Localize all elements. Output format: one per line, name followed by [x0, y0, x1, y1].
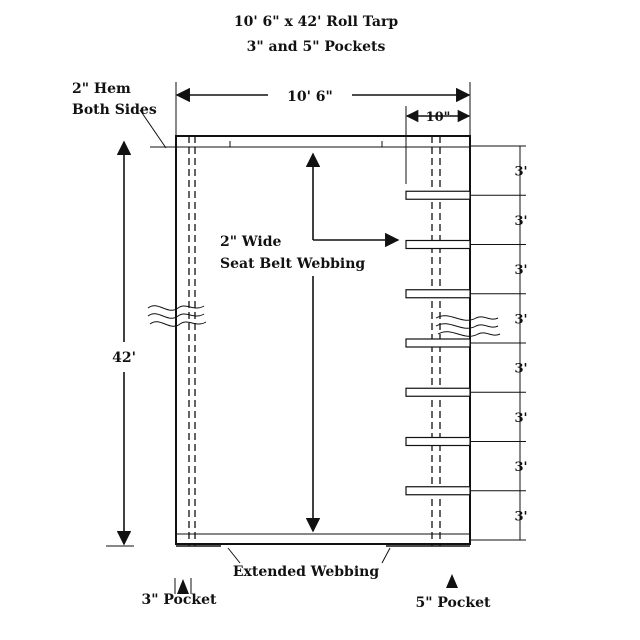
hem-leader	[139, 109, 167, 149]
webbing-strap	[405, 190, 471, 200]
webbing-label-line-2: Seat Belt Webbing	[220, 256, 365, 272]
webbing-straps	[405, 190, 471, 496]
hem-sides-label: Both Sides	[72, 102, 157, 118]
webbing-strap	[405, 387, 471, 397]
inset-label: 10"	[426, 110, 451, 125]
break-mark-right	[435, 315, 501, 337]
segment-label: 3'	[514, 263, 527, 278]
segment-chain: 3' 3' 3' 3' 3' 3' 3' 3'	[470, 165, 528, 524]
segment-label: 3'	[514, 312, 527, 327]
segment-label: 3'	[514, 214, 527, 229]
webbing-strap	[405, 289, 471, 299]
left-pocket-label: 3" Pocket	[142, 592, 218, 608]
webbing-strap	[405, 338, 471, 348]
width-label: 10' 6"	[287, 89, 333, 105]
extended-webbing-leader-right	[381, 547, 391, 564]
extended-webbing-label: Extended Webbing	[233, 564, 379, 580]
title-line-1: 10' 6" x 42' Roll Tarp	[234, 14, 398, 30]
left-pocket-caret	[177, 579, 189, 594]
webbing-label-line-1: 2" Wide	[220, 234, 281, 250]
hem-label: 2" Hem	[72, 81, 131, 97]
segment-label: 3'	[514, 460, 527, 475]
extended-webbing-leader-left	[227, 547, 241, 564]
break-mark-left	[147, 305, 207, 327]
webbing-strap	[405, 436, 471, 447]
segment-label: 3'	[514, 165, 527, 180]
webbing-strap	[405, 486, 471, 496]
segment-label: 3'	[514, 509, 527, 524]
title-line-2: 3" and 5" Pockets	[247, 39, 386, 55]
webbing-strap	[405, 239, 471, 250]
segment-label: 3'	[514, 411, 527, 426]
segment-label: 3'	[514, 362, 527, 377]
right-pocket-caret	[446, 574, 458, 588]
length-label: 42'	[112, 350, 136, 366]
right-pocket-label: 5" Pocket	[416, 595, 492, 611]
